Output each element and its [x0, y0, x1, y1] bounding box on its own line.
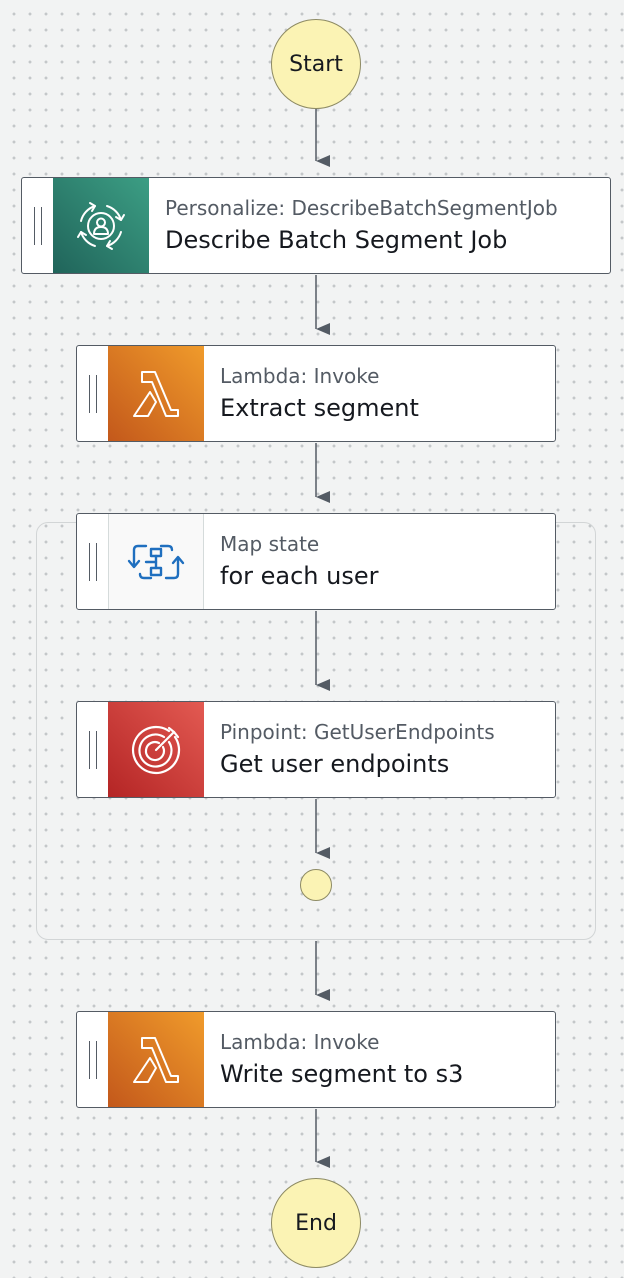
- map-state-node[interactable]: Map state for each user: [76, 513, 556, 610]
- drag-handle[interactable]: [77, 1012, 108, 1107]
- get-user-endpoints-node[interactable]: Pinpoint: GetUserEndpoints Get user endp…: [76, 701, 556, 798]
- node-title: Write segment to s3: [220, 1059, 464, 1088]
- drag-handle[interactable]: [77, 514, 108, 609]
- start-label: Start: [289, 51, 343, 77]
- lambda-icon: [108, 1012, 204, 1107]
- describe-batch-segment-job-node[interactable]: Personalize: DescribeBatchSegmentJob Des…: [21, 177, 611, 274]
- drag-handle[interactable]: [22, 178, 53, 273]
- node-title: Extract segment: [220, 393, 419, 422]
- node-subtitle: Pinpoint: GetUserEndpoints: [220, 719, 495, 744]
- drag-handle[interactable]: [77, 346, 108, 441]
- node-subtitle: Map state: [220, 531, 320, 556]
- end-label: End: [295, 1210, 337, 1236]
- drag-handle[interactable]: [77, 702, 108, 797]
- map-state-icon: [108, 514, 204, 609]
- lambda-icon: [108, 346, 204, 441]
- personalize-icon: [53, 178, 149, 273]
- extract-segment-node[interactable]: Lambda: Invoke Extract segment: [76, 345, 556, 442]
- node-title: Get user endpoints: [220, 749, 450, 778]
- node-subtitle: Lambda: Invoke: [220, 363, 380, 388]
- map-end-dot: [300, 869, 332, 901]
- end-node[interactable]: End: [271, 1178, 361, 1268]
- node-subtitle: Lambda: Invoke: [220, 1029, 380, 1054]
- start-node[interactable]: Start: [271, 19, 361, 109]
- node-subtitle: Personalize: DescribeBatchSegmentJob: [165, 195, 558, 220]
- node-title: for each user: [220, 561, 379, 590]
- node-title: Describe Batch Segment Job: [165, 225, 508, 254]
- write-segment-node[interactable]: Lambda: Invoke Write segment to s3: [76, 1011, 556, 1108]
- pinpoint-icon: [108, 702, 204, 797]
